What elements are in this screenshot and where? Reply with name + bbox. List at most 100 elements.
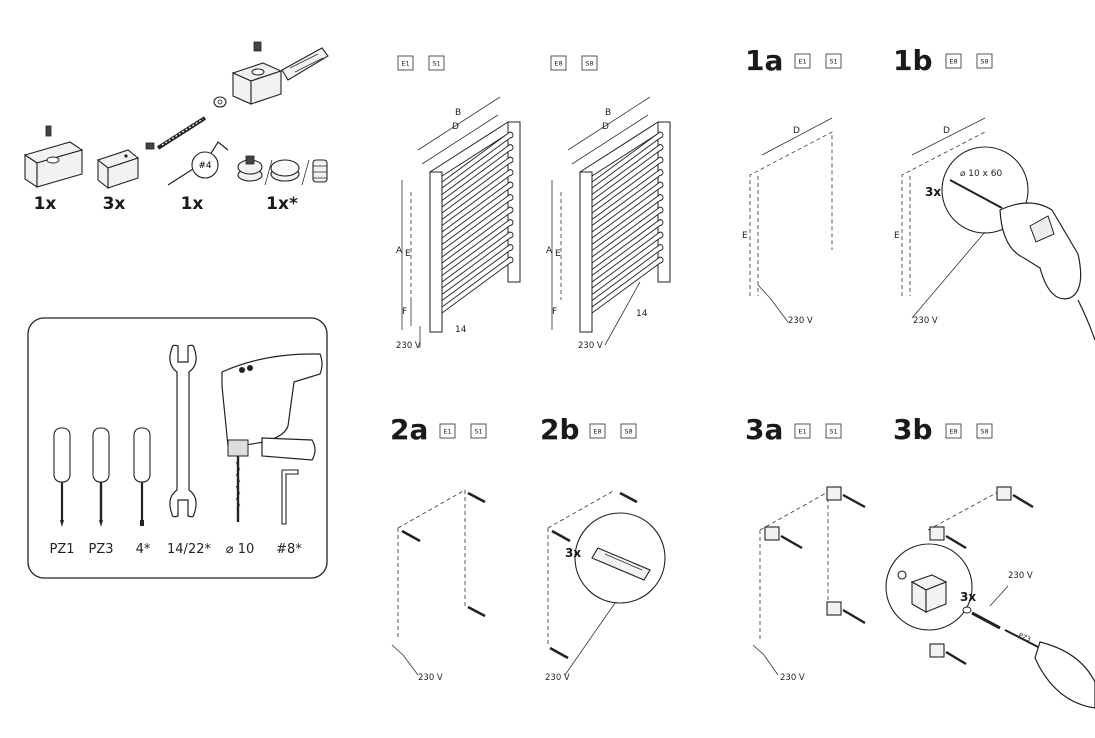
voltage-label: 230 V xyxy=(913,316,938,326)
voltage-label: 230 V xyxy=(545,673,570,683)
step-2b: 2b E8 S8 3x 230 V xyxy=(540,413,666,683)
radiator-diagram-e8-s8: E8 S8 B D A E F 14 230 V xyxy=(546,55,672,351)
radiator-tubes xyxy=(591,131,664,314)
screw-icon xyxy=(962,606,1001,630)
step-number: 2a xyxy=(390,413,428,446)
tool-label-pz1: PZ1 xyxy=(49,542,74,557)
step-3b: 3b E8 S8 3x xyxy=(885,413,1095,709)
tool-label-drill: ⌀ 10 xyxy=(226,542,255,557)
svg-text:E1: E1 xyxy=(401,60,409,68)
holder-icon xyxy=(826,486,866,509)
hex-key-icon xyxy=(281,469,299,525)
radiator-tube xyxy=(591,156,664,214)
voltage-label: 230 V xyxy=(578,341,603,351)
step-number: 3a xyxy=(745,413,783,446)
dim-f: F xyxy=(402,307,407,317)
svg-text:E8: E8 xyxy=(554,60,562,68)
qty-valve-caps: 1x* xyxy=(266,194,298,214)
radiator-tube xyxy=(591,169,664,227)
dim-f: F xyxy=(552,307,557,317)
tag-e1: E1 xyxy=(397,55,414,71)
dim-a: A xyxy=(396,246,403,256)
hole-count: 3x xyxy=(565,546,581,560)
step-number: 1b xyxy=(893,44,933,77)
dim-d: D xyxy=(602,122,609,132)
wall-bracket-icon xyxy=(23,125,84,189)
wall-anchor-icon xyxy=(281,47,329,81)
tag-e1: E1 xyxy=(798,58,806,66)
tag-e8: E8 xyxy=(593,428,601,436)
tag-s8: S8 xyxy=(980,428,988,436)
dim-e: E xyxy=(405,249,411,259)
drill-icon xyxy=(999,202,1095,341)
radiator-tube xyxy=(441,156,514,214)
radiator-tube xyxy=(441,206,514,264)
allen-key-size-label: #4 xyxy=(198,161,212,171)
qty-allen-key: 1x xyxy=(181,194,204,214)
tool-label-hex-key: #8* xyxy=(276,542,302,557)
radiator-tube xyxy=(441,256,514,314)
tag-s8: S8 xyxy=(980,58,988,66)
valve-cap-icon xyxy=(237,155,328,186)
radiator-tube xyxy=(591,206,664,264)
tag-s1: S1 xyxy=(428,55,445,71)
step-3a: 3a E1 S1 230 V xyxy=(745,413,866,683)
radiator-tube xyxy=(441,181,514,239)
radiator-tube xyxy=(441,131,514,189)
radiator-tube xyxy=(441,194,514,252)
screwdriver-pz1-icon xyxy=(53,427,71,527)
tools-box: PZ1 PZ3 4* 14/22* ⌀ 10 #8* xyxy=(27,317,328,579)
radiator-tube xyxy=(591,181,664,239)
voltage-label: 230 V xyxy=(780,673,805,683)
radiator-tube xyxy=(591,231,664,289)
tag-e1: E1 xyxy=(443,428,451,436)
allen-key-icon: #4 xyxy=(167,141,229,186)
voltage-label: 230 V xyxy=(1008,571,1033,581)
drill-icon xyxy=(221,353,323,522)
dim-d: D xyxy=(452,122,459,132)
tag-s8: S8 xyxy=(581,55,598,71)
dim-14: 14 xyxy=(455,325,467,335)
radiator-tubes xyxy=(441,131,514,314)
radiator-tube xyxy=(591,244,664,302)
svg-text:S8: S8 xyxy=(585,60,593,68)
radiator-tube xyxy=(441,219,514,277)
radiator-tube xyxy=(591,144,664,202)
step-number: 2b xyxy=(540,413,580,446)
step-1b: 1b E8 S8 D E ⌀ 10 x 60 3x 230 V xyxy=(893,44,1095,341)
radiator-tube xyxy=(591,131,664,189)
dim-14: 14 xyxy=(636,309,648,319)
tool-label-wrench: 14/22* xyxy=(167,542,211,557)
tag-e8: E8 xyxy=(550,55,567,71)
radiator-tube xyxy=(441,231,514,289)
step-1a: 1a E1 S1 D E 230 V xyxy=(742,44,842,326)
holder-icon xyxy=(929,526,967,550)
long-screw-icon xyxy=(156,116,207,150)
holder-icon xyxy=(764,526,803,550)
parts-list: #4 xyxy=(23,41,329,214)
dim-e: E xyxy=(894,231,900,241)
washer-icon xyxy=(213,96,227,108)
tool-label-pz3: PZ3 xyxy=(88,542,113,557)
holder-icon xyxy=(929,643,967,666)
dim-e: E xyxy=(555,249,561,259)
dim-b: B xyxy=(455,108,461,118)
step-number: 1a xyxy=(745,44,783,77)
radiator-diagram-e1-s1: E1 S1 B D A E F 14 230 V xyxy=(396,55,522,351)
hole-count: 3x xyxy=(960,590,976,604)
tag-s1: S1 xyxy=(829,428,837,436)
voltage-label: 230 V xyxy=(788,316,813,326)
holder-icon xyxy=(96,142,155,190)
dim-e: E xyxy=(742,231,748,241)
holder-with-anchor-icon xyxy=(231,41,283,105)
dim-a: A xyxy=(546,246,553,256)
voltage-label: 230 V xyxy=(418,673,443,683)
tag-s1: S1 xyxy=(829,58,837,66)
hole-count: 3x xyxy=(925,185,941,199)
voltage-label: 230 V xyxy=(396,341,421,351)
tag-s8: S8 xyxy=(624,428,632,436)
radiator-tube xyxy=(591,219,664,277)
qty-holder: 3x xyxy=(103,194,126,214)
step-number: 3b xyxy=(893,413,933,446)
